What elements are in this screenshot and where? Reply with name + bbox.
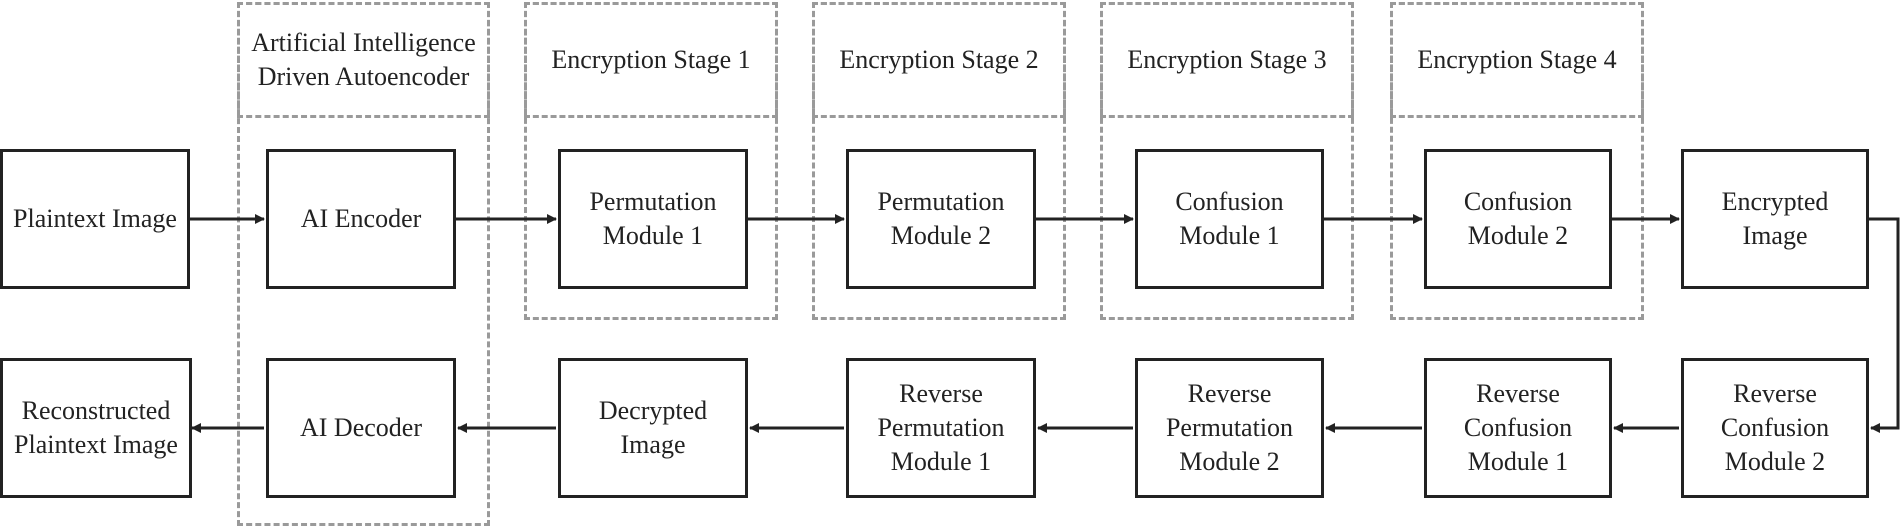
- ai-decoder-label: AI Decoder: [300, 413, 422, 442]
- reverse-confusion-module-2-label: Reverse Confusion Module 2: [1720, 379, 1830, 476]
- ai-encoder-label: AI Encoder: [300, 204, 422, 233]
- decrypted-image-box: Decrypted Image: [558, 358, 748, 498]
- encryption-stage-3-label: Encryption Stage 3: [1103, 5, 1351, 115]
- encryption-stage-1-title-divider: [524, 2, 778, 118]
- decrypted-image-label: Decrypted Image: [598, 396, 708, 459]
- encryption-stage-3-title-divider: [1100, 2, 1354, 118]
- encryption-stage-1-label: Encryption Stage 1: [527, 5, 775, 115]
- plaintext-image-box: Plaintext Image: [0, 149, 190, 289]
- reverse-permutation-module-2-label: Reverse Permutation Module 2: [1165, 379, 1294, 476]
- autoencoder-group-label: Artificial Intelligence Driven Autoencod…: [240, 5, 487, 115]
- encryption-stage-4-title-divider: [1390, 2, 1644, 118]
- reverse-permutation-module-2-box: Reverse Permutation Module 2: [1135, 358, 1324, 498]
- reconstructed-plaintext-image-box: Reconstructed Plaintext Image: [0, 358, 192, 498]
- encrypted-image-box: Encrypted Image: [1681, 149, 1869, 289]
- reverse-confusion-module-1-label: Reverse Confusion Module 1: [1463, 379, 1573, 476]
- confusion-module-2-label: Confusion Module 2: [1463, 187, 1573, 250]
- ai-decoder-box: AI Decoder: [266, 358, 456, 498]
- encryption-stage-2-label: Encryption Stage 2: [815, 5, 1063, 115]
- ai-encoder-box: AI Encoder: [266, 149, 456, 289]
- encryption-stage-4-label: Encryption Stage 4: [1393, 5, 1641, 115]
- encryption-stage-2-title-divider: [812, 2, 1066, 118]
- permutation-module-2-box: Permutation Module 2: [846, 149, 1036, 289]
- plaintext-image-label: Plaintext Image: [13, 204, 177, 233]
- encryption-stage-3-text: Encryption Stage 3: [1127, 45, 1327, 74]
- reconstructed-plaintext-image-label: Reconstructed Plaintext Image: [14, 396, 178, 459]
- reverse-confusion-module-1-box: Reverse Confusion Module 1: [1424, 358, 1612, 498]
- encryption-stage-4-text: Encryption Stage 4: [1417, 45, 1617, 74]
- permutation-module-2-label: Permutation Module 2: [877, 187, 1005, 250]
- reverse-confusion-module-2-box: Reverse Confusion Module 2: [1681, 358, 1869, 498]
- confusion-module-1-box: Confusion Module 1: [1135, 149, 1324, 289]
- confusion-module-1-label: Confusion Module 1: [1175, 187, 1284, 250]
- reverse-permutation-module-1-label: Reverse Permutation Module 1: [877, 379, 1005, 476]
- encryption-stage-1-text: Encryption Stage 1: [551, 45, 751, 74]
- autoencoder-title-divider: [237, 2, 490, 118]
- encryption-stage-2-text: Encryption Stage 2: [839, 45, 1039, 74]
- permutation-module-1-box: Permutation Module 1: [558, 149, 748, 289]
- confusion-module-2-box: Confusion Module 2: [1424, 149, 1612, 289]
- arrow-encrypted-to-reverse-confusion-2: [1869, 217, 1900, 433]
- permutation-module-1-label: Permutation Module 1: [589, 187, 717, 250]
- reverse-permutation-module-1-box: Reverse Permutation Module 1: [846, 358, 1036, 498]
- autoencoder-group-text: Artificial Intelligence Driven Autoencod…: [251, 28, 476, 91]
- encrypted-image-label: Encrypted Image: [1721, 187, 1829, 250]
